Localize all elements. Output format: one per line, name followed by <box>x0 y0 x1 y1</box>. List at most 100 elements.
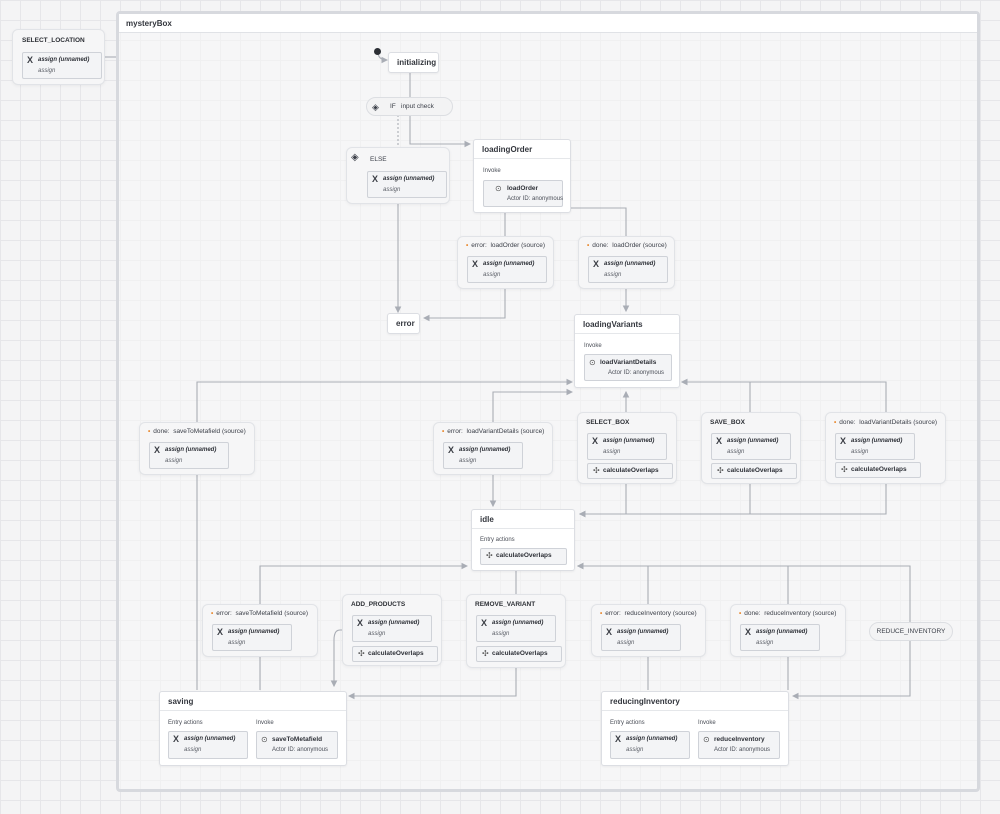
action-icon: ✣ <box>841 465 848 474</box>
action-title: assign (unnamed) <box>483 261 535 267</box>
event-done-loadvariantdetails[interactable]: •done: loadVariantDetails (source) X ass… <box>825 412 946 484</box>
event-label: •error: reduceInventory (source) <box>600 610 697 617</box>
event-done-savetometafield[interactable]: •done: saveToMetafield (source) X assign… <box>139 422 255 475</box>
state-reducing-inventory[interactable]: reducingInventory Entry actions Invoke X… <box>601 691 789 766</box>
event-name: loadOrder (source) <box>490 242 545 249</box>
assign-action[interactable]: X assign (unnamed) assign <box>835 433 915 460</box>
guard-else[interactable]: ◈ ELSE X assign (unnamed) assign <box>346 147 450 204</box>
calculate-overlaps-action[interactable]: ✣ calculateOverlaps <box>352 646 438 662</box>
assign-action[interactable]: X assign (unnamed) assign <box>443 442 523 469</box>
state-initializing[interactable]: initializing <box>388 52 439 73</box>
event-label: •done: reduceInventory (source) <box>739 610 836 617</box>
diamond-icon: ◈ <box>372 102 379 112</box>
invoke-label: Invoke <box>256 720 274 726</box>
invoke-src: saveToMetafield <box>272 736 323 743</box>
actor-icon: ⊙ <box>495 184 502 193</box>
event-prefix: done: <box>839 419 856 426</box>
action-subtitle: assign <box>38 68 56 74</box>
calculate-overlaps-action[interactable]: ✣ calculateOverlaps <box>476 646 562 662</box>
state-loading-variants[interactable]: loadingVariants Invoke ⊙ loadVariantDeta… <box>574 314 680 388</box>
event-select-location[interactable]: SELECT_LOCATION X assign (unnamed) assig… <box>12 29 105 85</box>
action-subtitle: assign <box>368 631 386 637</box>
event-prefix: error: <box>447 428 463 435</box>
event-label: •error: saveToMetafield (source) <box>211 610 308 617</box>
edge-savebox-loadingvariants <box>680 378 751 412</box>
event-reduce-inventory[interactable]: REDUCE_INVENTORY <box>869 622 953 641</box>
guard-else-label: ELSE <box>370 156 387 163</box>
action-title: assign (unnamed) <box>228 629 280 635</box>
invoke-label: Invoke <box>483 168 501 174</box>
guard-if-input-check[interactable]: ◈ IF input check <box>366 97 453 116</box>
event-name: loadOrder (source) <box>612 242 667 249</box>
state-error[interactable]: error <box>387 313 420 334</box>
event-done-loadorder[interactable]: •done: loadOrder (source) X assign (unna… <box>578 236 675 289</box>
action-title: assign (unnamed) <box>459 447 511 453</box>
action-icon: ✣ <box>486 551 493 560</box>
event-remove-variant[interactable]: REMOVE_VARIANT X assign (unnamed) assign… <box>466 594 566 668</box>
assign-action[interactable]: X assign (unnamed) assign <box>22 52 102 79</box>
event-error-savetometafield[interactable]: •error: saveToMetafield (source) X assig… <box>202 604 318 657</box>
assign-action[interactable]: X assign (unnamed) assign <box>168 731 248 759</box>
calculate-overlaps-action[interactable]: ✣ calculateOverlaps <box>587 463 673 479</box>
action-title: calculateOverlaps <box>851 466 907 473</box>
event-prefix: error: <box>605 610 621 617</box>
assign-action[interactable]: X assign (unnamed) assign <box>711 433 791 460</box>
assign-icon: X <box>357 618 364 628</box>
invoke-actor[interactable]: ⊙ saveToMetafield Actor ID: anonymous <box>256 731 338 759</box>
state-loading-order[interactable]: loadingOrder Invoke ⊙ loadOrder Actor ID… <box>473 139 571 213</box>
assign-action[interactable]: X assign (unnamed) assign <box>587 433 667 460</box>
edge-donereduce-idle <box>576 562 789 605</box>
action-subtitle: assign <box>184 747 202 753</box>
action-title: assign (unnamed) <box>492 620 544 626</box>
action-subtitle: assign <box>228 640 246 646</box>
event-name: reduceInventory (source) <box>764 610 837 617</box>
event-prefix: done: <box>153 428 170 435</box>
event-error-loadvariantdetails[interactable]: •error: loadVariantDetails (source) X as… <box>433 422 553 475</box>
invoke-actor[interactable]: ⊙ loadOrder Actor ID: anonymous <box>483 180 563 207</box>
invoke-label: Invoke <box>698 720 716 726</box>
state-title: loadingOrder <box>474 140 570 159</box>
event-label: •error: loadOrder (source) <box>466 242 545 249</box>
event-add-products[interactable]: ADD_PRODUCTS X assign (unnamed) assign ✣… <box>342 594 442 666</box>
assign-action[interactable]: X assign (unnamed) assign <box>149 442 229 469</box>
invoke-src: loadVariantDetails <box>600 359 657 366</box>
assign-icon: X <box>840 436 847 446</box>
state-idle[interactable]: idle Entry actions ✣ calculateOverlaps <box>471 509 575 571</box>
assign-action[interactable]: X assign (unnamed) assign <box>610 731 690 759</box>
assign-action[interactable]: X assign (unnamed) assign <box>740 624 820 651</box>
event-done-reduceinventory[interactable]: •done: reduceInventory (source) X assign… <box>730 604 846 657</box>
invoke-actor[interactable]: ⊙ reduceInventory Actor ID: anonymous <box>698 731 780 759</box>
guard-if-label: IF <box>390 103 396 110</box>
assign-action[interactable]: X assign (unnamed) assign <box>367 171 447 198</box>
assign-action[interactable]: X assign (unnamed) assign <box>212 624 292 651</box>
event-dot-icon: • <box>466 242 469 249</box>
calculate-overlaps-action[interactable]: ✣ calculateOverlaps <box>711 463 797 479</box>
edge-addproducts-saving <box>330 629 442 688</box>
event-error-loadorder[interactable]: •error: loadOrder (source) X assign (unn… <box>457 236 554 289</box>
assign-action[interactable]: X assign (unnamed) assign <box>467 256 547 283</box>
state-saving[interactable]: saving Entry actions Invoke X assign (un… <box>159 691 347 766</box>
edge-selectbox-idle <box>578 484 627 518</box>
action-icon: ✣ <box>593 466 600 475</box>
event-select-box[interactable]: SELECT_BOX X assign (unnamed) assign ✣ c… <box>577 412 677 484</box>
state-title: idle <box>472 510 574 529</box>
edge-errorvariants-loadingvariants <box>492 388 574 422</box>
action-subtitle: assign <box>383 187 401 193</box>
event-save-box[interactable]: SAVE_BOX X assign (unnamed) assign ✣ cal… <box>701 412 801 484</box>
action-icon: ✣ <box>717 466 724 475</box>
event-dot-icon: • <box>442 428 445 435</box>
action-title: assign (unnamed) <box>38 57 90 63</box>
action-title: calculateOverlaps <box>368 650 424 657</box>
assign-action[interactable]: X assign (unnamed) assign <box>601 624 681 651</box>
edge-errorsave-idle <box>259 562 469 605</box>
assign-action[interactable]: X assign (unnamed) assign <box>476 615 556 642</box>
assign-action[interactable]: X assign (unnamed) assign <box>352 615 432 642</box>
action-title: assign (unnamed) <box>165 447 217 453</box>
event-prefix: error: <box>471 242 487 249</box>
invoke-actor[interactable]: ⊙ loadVariantDetails Actor ID: anonymous <box>584 354 672 381</box>
event-error-reduceinventory[interactable]: •error: reduceInventory (source) X assig… <box>591 604 706 657</box>
calculate-overlaps-action[interactable]: ✣ calculateOverlaps <box>835 462 921 478</box>
assign-action[interactable]: X assign (unnamed) assign <box>588 256 668 283</box>
calculate-overlaps-action[interactable]: ✣ calculateOverlaps <box>480 548 567 565</box>
